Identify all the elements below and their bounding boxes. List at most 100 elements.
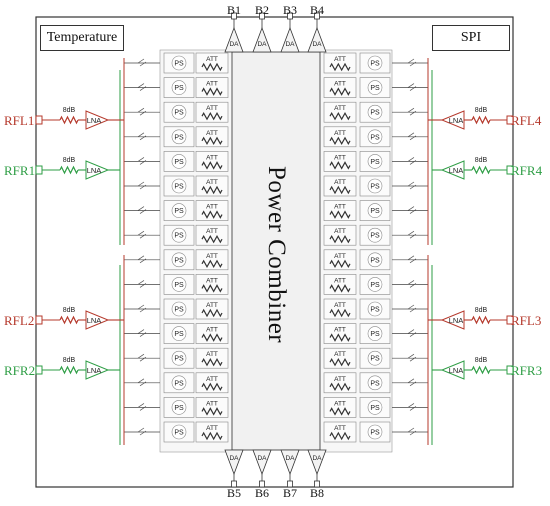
right-input-4-lna-label: LNA [449, 366, 464, 375]
left-input-2-port [35, 165, 43, 175]
right-input-1-atten-label: 8dB [475, 107, 488, 114]
left-ch-14-att-zigzag [201, 382, 223, 392]
power-combiner-label: Power Combiner [263, 166, 290, 344]
left-ch-1-ps-icon [171, 55, 187, 71]
right-ch-2-att-zigzag [329, 87, 351, 96]
left-input-3-attenuator [59, 315, 79, 325]
bottom-da-4-pin [314, 480, 320, 488]
power-combiner-block [231, 51, 321, 451]
right-input-2-lna-label: LNA [449, 166, 464, 175]
left-ch-13-att-box [195, 347, 229, 369]
left-ch-3-att-zigzag [201, 111, 223, 121]
left-input-3-lna-label: LNA [87, 316, 102, 325]
left-ch-10-ps-icon [171, 277, 187, 292]
right-ch-1-ps-icon [367, 55, 383, 71]
right-ch-7-ps-label: PS [370, 208, 380, 215]
left-ch-15-ps-label: PS [174, 405, 184, 412]
left-input-4-lna-label: LNA [87, 366, 102, 375]
left-ch-4-ps-icon [171, 129, 187, 145]
right-input-4-atten-label: 8dB [475, 357, 488, 364]
left-ch-3-att-label: ATT [206, 105, 218, 112]
top-da-4-label: DA [312, 41, 322, 48]
right-ch-10-ps-label: PS [370, 282, 380, 289]
right-ch-15-ps-icon [367, 400, 383, 415]
left-ch-10-att-label: ATT [206, 277, 218, 284]
right-ch-7-att-label: ATT [334, 204, 346, 211]
bottom-da-1-pin [231, 480, 237, 488]
bottom-da-3-label: DA [285, 455, 295, 462]
right-ch-14-switch-icon [407, 378, 417, 387]
left-ch-16-att-box [195, 421, 229, 443]
left-ch-16-att-label: ATT [206, 425, 218, 432]
right-ch-14-ps-icon [367, 375, 383, 391]
right-ch-2-switch-icon [407, 83, 417, 91]
right-ch-15-att-box [323, 397, 357, 418]
left-input-1-lna [85, 110, 110, 130]
left-input-2-lna-label: LNA [87, 166, 102, 175]
right-ch-10-att-zigzag [329, 284, 351, 293]
right-ch-9-att-label: ATT [334, 253, 346, 260]
left-input-1-lna-label: LNA [87, 116, 102, 125]
temperature-block: Temperature [40, 25, 124, 51]
port-rfl3: RFL3 [511, 313, 542, 328]
right-ch-1-att-label: ATT [334, 56, 346, 63]
left-ch-12-att-zigzag [201, 333, 223, 342]
bottom-da-1-label: DA [229, 455, 239, 462]
right-input-4-lna [440, 360, 465, 380]
left-ch-1-ps-label: PS [174, 61, 184, 68]
chip-outline [35, 16, 514, 488]
right-ch-5-att-box [323, 151, 357, 172]
left-input-4-attenuator [59, 365, 79, 375]
right-ch-11-att-zigzag [329, 308, 351, 318]
bottom-da-2-amp [252, 449, 272, 476]
right-ch-6-att-box [323, 175, 357, 197]
right-ch-7-switch-icon [407, 206, 417, 214]
left-input-3-port [35, 315, 43, 325]
right-input-1-lna [440, 110, 465, 130]
left-input-3-lna [85, 310, 110, 330]
left-input-1-attenuator [59, 115, 79, 125]
right-ch-3-ps-icon [367, 104, 383, 120]
right-input-3-lna [440, 310, 465, 330]
left-ch-12-ps-icon [171, 326, 187, 341]
port-rfr1: RFR1 [4, 163, 36, 178]
left-ch-7-ps-icon [171, 203, 187, 218]
left-ch-13-att-zigzag [201, 357, 223, 367]
right-ch-10-ps-icon [367, 277, 383, 292]
bottom-da-4-amp [307, 449, 327, 476]
left-input-2-atten-label: 8dB [63, 157, 76, 164]
left-ch-11-ps-label: PS [174, 307, 184, 314]
top-da-3-amp [280, 26, 300, 53]
pin-b3: B3 [282, 3, 297, 17]
right-ch-13-att-box [323, 347, 357, 369]
right-ch-13-switch-icon [407, 353, 417, 362]
right-ch-11-att-label: ATT [334, 302, 346, 309]
right-ch-4-ps-icon [367, 129, 383, 145]
right-ch-6-ps-icon [367, 178, 383, 194]
top-da-1-label: DA [229, 41, 239, 48]
port-rfl1: RFL1 [4, 113, 35, 128]
left-ch-5-ps-icon [171, 154, 187, 169]
left-ch-6-switch-icon [137, 181, 147, 190]
right-ch-9-ps-label: PS [370, 257, 380, 264]
diagram-elements: PSATTPSATTPSATTPSATTPSATTPSATTPSATTPSATT… [35, 12, 514, 488]
temperature-label: Temperature [46, 30, 118, 45]
right-ch-12-ps-icon [367, 326, 383, 341]
left-ch-2-switch-icon [137, 83, 147, 91]
left-input-2-lna [85, 160, 110, 180]
left-ch-2-att-box [195, 77, 229, 98]
right-ch-3-att-box [323, 101, 357, 123]
left-ch-15-ps-icon [171, 400, 187, 415]
right-ch-2-att-label: ATT [334, 81, 346, 88]
right-ch-13-att-zigzag [329, 357, 351, 367]
pin-b2: B2 [254, 3, 269, 17]
right-ch-5-att-zigzag [329, 161, 351, 170]
right-ch-13-att-label: ATT [334, 351, 346, 358]
right-ch-9-ps-icon [367, 252, 383, 268]
right-ch-15-att-zigzag [329, 407, 351, 416]
left-ch-1-att-label: ATT [206, 56, 218, 63]
left-ch-12-att-label: ATT [206, 327, 218, 334]
right-ch-16-att-box [323, 421, 357, 443]
left-ch-4-att-zigzag [201, 136, 223, 146]
